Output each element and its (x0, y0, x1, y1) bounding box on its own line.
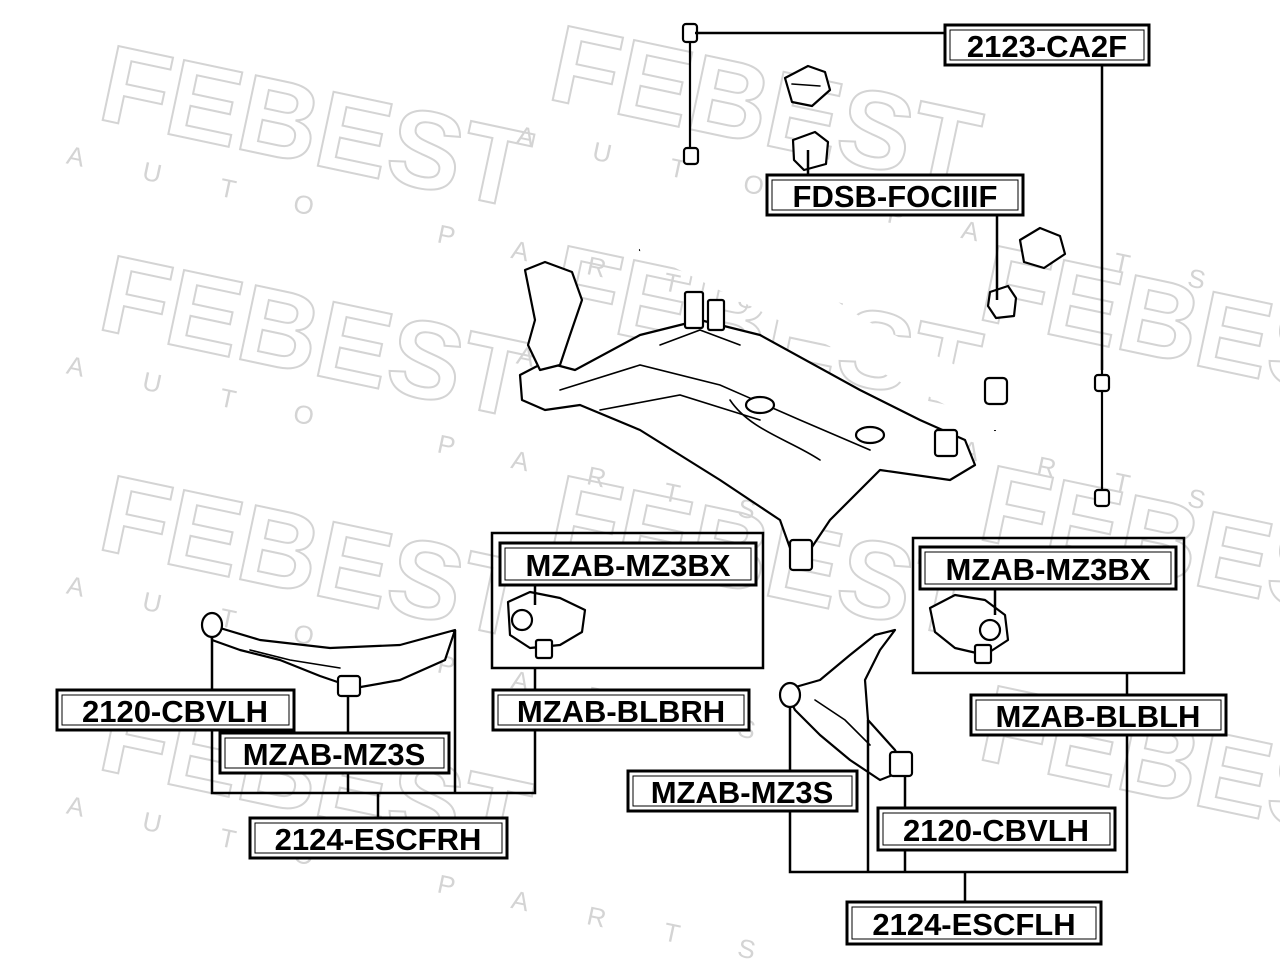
svg-text:2124-ESCFLH: 2124-ESCFLH (872, 907, 1075, 942)
bushing-rh-drawing (506, 590, 587, 660)
label-2120-cbvlh-lh: 2120-CBVLH (876, 806, 1117, 852)
svg-text:2124-ESCFRH: 2124-ESCFRH (275, 822, 482, 857)
frame-lh-bushing (911, 536, 1186, 675)
sway-bar-drawing (638, 233, 1009, 432)
label-2124-escfrh: 2124-ESCFRH (248, 816, 509, 860)
label-fdsb-fociiif: FDSB-FOCIIIF (765, 173, 1025, 217)
subframe-drawing (518, 260, 977, 572)
control-arm-lh-drawing (778, 628, 914, 782)
stabilizer-bushing-drawing (783, 64, 1067, 320)
watermark-brand: FEBEST (970, 222, 1280, 433)
label-mzab-blbrh: MZAB-BLBRH (491, 688, 751, 732)
label-mzab-mz3bx-rh: MZAB-MZ3BX (498, 541, 758, 587)
label-2123-ca2f: 2123-CA2F (943, 23, 1151, 67)
bushing-lh-drawing (928, 593, 1010, 665)
svg-text:MZAB-MZ3S: MZAB-MZ3S (651, 775, 834, 810)
frame-rh-bushing (490, 531, 765, 670)
svg-text:MZAB-MZ3S: MZAB-MZ3S (243, 737, 426, 772)
svg-text:2120-CBVLH: 2120-CBVLH (82, 694, 268, 729)
svg-text:MZAB-BLBLH: MZAB-BLBLH (996, 699, 1201, 734)
label-2124-escflh: 2124-ESCFLH (845, 900, 1103, 946)
svg-text:MZAB-BLBRH: MZAB-BLBRH (517, 694, 725, 729)
svg-text:MZAB-MZ3BX: MZAB-MZ3BX (526, 548, 731, 583)
svg-text:2123-CA2F: 2123-CA2F (967, 29, 1127, 64)
svg-text:MZAB-MZ3BX: MZAB-MZ3BX (946, 552, 1151, 587)
label-mzab-mz3s-rh: MZAB-MZ3S (218, 731, 451, 775)
stabilizer-link-drawing (681, 22, 1111, 508)
control-arm-rh-drawing (200, 611, 457, 698)
label-2120-cbvlh-rh: 2120-CBVLH (55, 688, 296, 732)
svg-text:2120-CBVLH: 2120-CBVLH (903, 813, 1089, 848)
label-mzab-mz3bx-lh: MZAB-MZ3BX (918, 545, 1178, 591)
svg-text:FDSB-FOCIIIF: FDSB-FOCIIIF (793, 179, 998, 214)
label-mzab-blblh: MZAB-BLBLH (969, 693, 1228, 737)
label-mzab-mz3s-lh: MZAB-MZ3S (626, 769, 859, 813)
